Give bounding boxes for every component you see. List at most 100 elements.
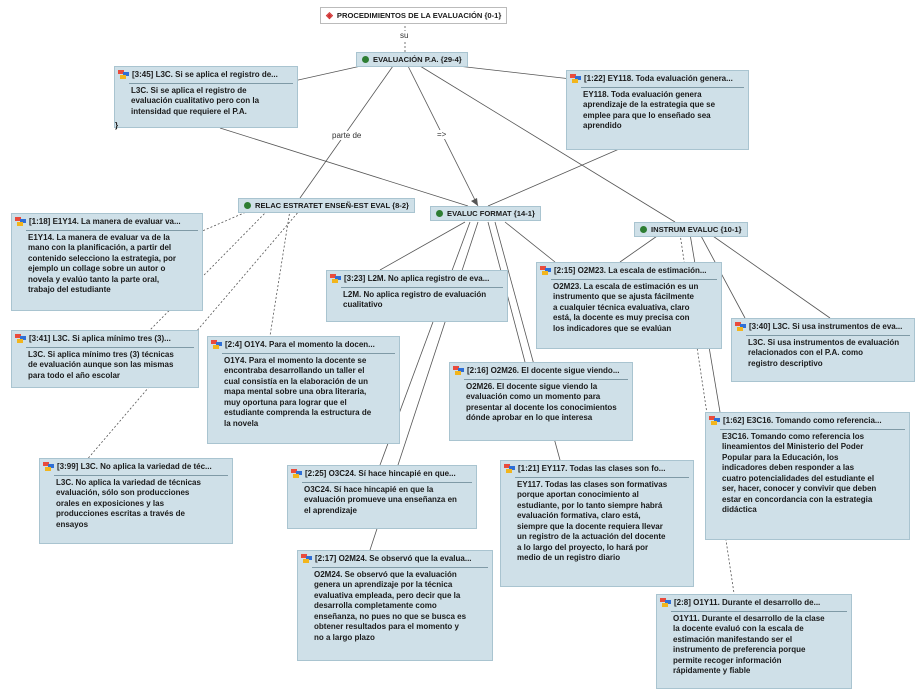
link-instrum-q340b	[709, 233, 831, 319]
quote-title: [3:41] L3C. Si aplica mínimo tres (3)...	[29, 334, 171, 343]
quote-divider	[312, 566, 488, 568]
quote-divider	[671, 610, 847, 612]
code-label: INSTRUM EVALUC {10-1}	[651, 225, 742, 234]
quote-body: E1Y14. La manera de evaluar va de la man…	[28, 232, 177, 295]
quote-node-2-16[interactable]: [2:16] O2M26. El docente sigue viendo...…	[449, 362, 633, 441]
code-icon	[244, 202, 251, 209]
quotation-icon	[211, 340, 222, 350]
arrowhead-format	[471, 198, 478, 206]
edge-label-su: su	[399, 31, 410, 40]
quote-divider	[515, 476, 689, 478]
quote-divider	[302, 481, 472, 483]
quote-title: [1:62] E3C16. Tomando como referencia...	[723, 416, 882, 425]
quote-node-1-22[interactable]: [1:22] EY118. Toda evaluación genera... …	[566, 70, 749, 150]
root-code-icon: ◈	[326, 10, 333, 20]
quote-body: O3C24. Sí hace hincapié en que la evalua…	[304, 484, 457, 515]
quote-divider	[222, 352, 395, 354]
quote-divider	[746, 334, 910, 336]
quote-divider	[581, 86, 744, 88]
link-q122-format	[487, 139, 641, 207]
quote-node-2-17[interactable]: [2:17] O2M24. Se observó que la evalua..…	[297, 550, 493, 661]
quotation-icon	[540, 266, 551, 276]
quote-body: EY118. Toda evaluación genera aprendizaj…	[583, 89, 716, 131]
code-node-eval-pa[interactable]: EVALUACIÓN P.A. {29-4}	[356, 52, 468, 67]
quote-divider	[54, 474, 228, 476]
link-relac-q118	[199, 205, 261, 233]
quote-body: E3C16. Tomando como referencia los linea…	[722, 431, 877, 515]
code-node-instrum[interactable]: INSTRUM EVALUC {10-1}	[634, 222, 748, 237]
quote-body: L2M. No aplica registro de evaluación cu…	[343, 289, 487, 310]
quote-divider	[26, 229, 198, 231]
link-relac-q24	[269, 209, 291, 337]
quotation-icon	[735, 322, 746, 332]
quotation-icon	[15, 334, 26, 344]
quote-node-3-41[interactable]: [3:41] L3C. Si aplica mínimo tres (3)...…	[11, 330, 199, 388]
quotation-icon	[43, 462, 54, 472]
link-q345-format	[219, 127, 469, 207]
quote-body: L3C. Si se aplica el registro de evaluac…	[131, 85, 260, 116]
quote-title: [2:25] O3C24. Sí hace hincapié en que...	[305, 469, 456, 478]
quote-divider	[551, 278, 717, 280]
link-instrum-q340	[699, 233, 746, 319]
code-icon	[640, 226, 647, 233]
link-format-q215	[504, 221, 556, 263]
quote-node-2-15[interactable]: [2:15] O2M23. La escala de estimación...…	[536, 262, 722, 349]
quote-node-3-23[interactable]: [3:23] L2M. No aplica registro de eva...…	[326, 270, 508, 322]
quote-body: L3C. No aplica la variedad de técnicas e…	[56, 477, 201, 529]
quote-divider	[464, 378, 628, 380]
quote-divider	[26, 346, 194, 348]
quote-title: [2:4] O1Y4. Para el momento la docen...	[225, 340, 375, 349]
link-relac-q341	[149, 207, 271, 331]
code-label: PROCEDIMIENTOS DE LA EVALUACIÓN {0-1}	[336, 11, 502, 20]
quote-divider	[341, 286, 503, 288]
edge-label-parte-de: parte de	[331, 131, 363, 140]
quote-body: EY117. Todas las clases son formativas p…	[517, 479, 668, 563]
quotation-icon	[660, 598, 671, 608]
quote-node-2-4[interactable]: [2:4] O1Y4. Para el momento la docen... …	[207, 336, 400, 444]
quotation-icon	[291, 469, 302, 479]
quote-node-3-99[interactable]: [3:99] L3C. No aplica la variedad de téc…	[39, 458, 233, 544]
edge-label-arrow: =>	[436, 130, 448, 139]
quote-node-3-40[interactable]: [3:40] L3C. Si usa instrumentos de eva..…	[731, 318, 915, 382]
quote-title: [1:18] E1Y14. La manera de evaluar va...	[29, 217, 181, 226]
code-label: RELAC ESTRATET ENSEÑ-EST EVAL {8-2}	[255, 201, 410, 210]
quote-title: [1:22] EY118. Toda evaluación genera...	[584, 74, 733, 83]
quote-body: L3C. Si usa instrumentos de evaluación r…	[748, 337, 900, 368]
quote-node-1-62[interactable]: [1:62] E3C16. Tomando como referencia...…	[705, 412, 910, 540]
quote-title: [3:23] L2M. No aplica registro de eva...	[344, 274, 490, 283]
quote-title: [3:40] L3C. Si usa instrumentos de eva..…	[749, 322, 903, 331]
quote-body: L3C. Si aplica mínimo tres (3) técnicas …	[28, 349, 174, 380]
quote-body: O1Y4. Para el momento la docente se enco…	[224, 355, 372, 428]
quote-title: [1:21] EY117. Todas las clases son fo...	[518, 464, 666, 473]
quote-node-1-18[interactable]: [1:18] E1Y14. La manera de evaluar va...…	[11, 213, 203, 311]
quote-title: [3:99] L3C. No aplica la variedad de téc…	[57, 462, 212, 471]
code-icon	[436, 210, 443, 217]
code-node-root[interactable]: ◈ PROCEDIMIENTOS DE LA EVALUACIÓN {0-1}	[320, 7, 508, 24]
quotation-icon	[301, 554, 312, 564]
code-node-format[interactable]: EVALUC FORMAT {14-1}	[430, 206, 541, 221]
quotation-icon	[709, 416, 720, 426]
quote-title: [2:8] O1Y11. Durante el desarrollo de...	[674, 598, 821, 607]
quote-body: O2M23. La escala de estimación es un ins…	[553, 281, 699, 333]
quotation-icon	[570, 74, 581, 84]
link-instrum-q215	[619, 233, 661, 263]
code-icon	[362, 56, 369, 63]
quotation-icon	[504, 464, 515, 474]
quote-title: [3:45] L3C. Si se aplica el registro de.…	[132, 70, 278, 79]
quote-node-3-45[interactable]: [3:45] L3C. Si se aplica el registro de.…	[114, 66, 298, 130]
quote-title: [2:15] O2M23. La escala de estimación...	[554, 266, 707, 275]
quotation-icon	[453, 366, 464, 376]
quote-body: O2M24. Se observó que la evaluación gene…	[314, 569, 467, 642]
link-evalpa-instrum	[419, 65, 676, 223]
quotation-icon	[15, 217, 26, 227]
quote-node-1-21[interactable]: [1:21] EY117. Todas las clases son fo...…	[500, 460, 694, 587]
quotation-icon	[118, 70, 129, 80]
code-label: EVALUACIÓN P.A. {29-4}	[373, 55, 462, 64]
quote-node-2-8[interactable]: [2:8] O1Y11. Durante el desarrollo de...…	[656, 594, 852, 689]
quote-divider	[720, 428, 905, 430]
link-format-q323	[379, 221, 466, 271]
quote-body: O1Y11. Durante el desarrollo de la clase…	[673, 613, 825, 676]
code-label: EVALUC FORMAT {14-1}	[447, 209, 535, 218]
quote-node-2-25[interactable]: [2:25] O3C24. Sí hace hincapié en que...…	[287, 465, 477, 529]
code-node-relac[interactable]: RELAC ESTRATET ENSEÑ-EST EVAL {8-2}	[238, 198, 416, 213]
